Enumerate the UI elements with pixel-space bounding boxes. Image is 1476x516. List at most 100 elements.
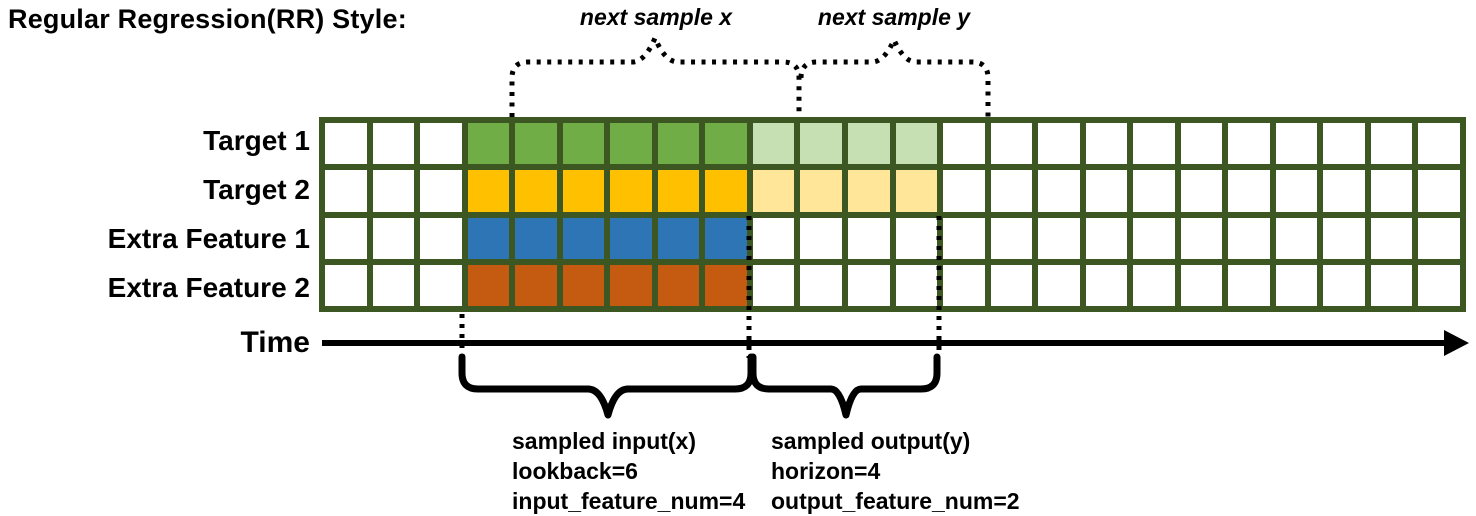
grid-cell-r3-c6-extra1_input [562,217,605,259]
grid-cell-r1-c21-empty [1275,123,1318,165]
grid-cell-r3-c19-empty [1180,217,1223,259]
grid-cell-r2-c12-target2_output [847,170,890,212]
grid-cell-r4-c10-empty [752,264,795,306]
row-label-target-1: Target 1 [203,125,310,157]
sampled-input-title: sampled input(x) [512,428,697,454]
grid-cell-r2-c22-empty [1323,170,1365,212]
grid-cell-r1-c8-target1_input [657,123,700,165]
grid-cell-r3-c4-extra1_input [467,217,510,259]
grid-cell-r2-c17-empty [1085,170,1128,212]
grid-cell-r4-c4-extra2_input [467,264,510,306]
grid-cell-r2-c4-target2_input [467,170,510,212]
output-window-brace [749,353,941,419]
grid-cell-r3-c15-empty [990,217,1033,259]
grid-cell-r4-c13-empty [895,264,938,306]
grid-cell-r2-c14-empty [943,170,985,212]
grid-cell-r1-c19-empty [1180,123,1223,165]
grid-cell-r3-c21-empty [1275,217,1318,259]
grid-cell-r2-c20-empty [1228,170,1270,212]
grid-cell-r1-c18-empty [1133,123,1175,165]
input-window-brace [458,353,755,419]
grid-cell-r2-c2-empty [372,170,415,212]
grid-cell-r2-c11-target2_output [800,170,842,212]
grid-cell-r4-c2-empty [372,264,415,306]
grid-cell-r1-c20-empty [1228,123,1270,165]
grid-cell-r1-c3-empty [420,123,462,165]
grid-cell-r3-c10-empty [752,217,795,259]
grid-cell-r4-c6-extra2_input [562,264,605,306]
grid-cell-r1-c24-empty [1418,123,1460,165]
grid-cell-r4-c12-empty [847,264,890,306]
grid-cell-r2-c16-empty [1038,170,1080,212]
grid-cell-r3-c14-empty [943,217,985,259]
row-label-extra-feature-2: Extra Feature 2 [107,271,310,303]
grid-cell-r1-c14-empty [943,123,985,165]
grid-cell-r1-c6-target1_input [562,123,605,165]
grid-cell-r1-c16-empty [1038,123,1080,165]
grid-cell-r2-c7-target2_input [610,170,652,212]
grid-cell-r2-c21-empty [1275,170,1318,212]
grid-cell-r4-c15-empty [990,264,1033,306]
grid-cell-r3-c23-empty [1370,217,1413,259]
grid-cell-r4-c8-extra2_input [657,264,700,306]
grid-cell-r3-c24-empty [1418,217,1460,259]
grid-cell-r3-c1-empty [325,217,367,259]
diagram-title: Regular Regression(RR) Style: [8,4,407,34]
grid-cell-r3-c22-empty [1323,217,1365,259]
lookback-value: lookback=6 [512,458,638,484]
next-sample-y-brace [798,33,991,117]
sampled-output-note: sampled output(y) horizon=4 output_featu… [771,426,1020,516]
grid-cell-r3-c9-extra1_input [705,217,747,259]
grid-cell-r1-c22-empty [1323,123,1365,165]
row-label-target-2: Target 2 [203,174,310,206]
grid-cell-r4-c19-empty [1180,264,1223,306]
next-sample-x-brace [509,31,802,117]
grid-cell-r3-c12-empty [847,217,890,259]
grid-cell-r3-c17-empty [1085,217,1128,259]
grid-cell-r4-c5-extra2_input [515,264,557,306]
grid-cell-r4-c3-empty [420,264,462,306]
grid-cell-r2-c23-empty [1370,170,1413,212]
grid-cell-r3-c7-extra1_input [610,217,652,259]
grid-cell-r1-c2-empty [372,123,415,165]
grid-cell-r4-c1-empty [325,264,367,306]
grid-cell-r4-c9-extra2_input [705,264,747,306]
grid-cell-r4-c22-empty [1323,264,1365,306]
grid-cell-r2-c24-empty [1418,170,1460,212]
grid-cell-r2-c3-empty [420,170,462,212]
sampled-output-title: sampled output(y) [771,428,971,454]
grid-cell-r4-c16-empty [1038,264,1080,306]
sampled-input-note: sampled input(x) lookback=6 input_featur… [512,426,745,516]
grid-cell-r4-c18-empty [1133,264,1175,306]
grid-cell-r3-c8-extra1_input [657,217,700,259]
grid-cell-r2-c1-empty [325,170,367,212]
next-sample-y-label: next sample y [817,4,971,30]
grid-cell-r2-c19-empty [1180,170,1223,212]
grid-cell-r4-c20-empty [1228,264,1270,306]
grid-cell-r1-c17-empty [1085,123,1128,165]
grid-cell-r4-c23-empty [1370,264,1413,306]
grid-cell-r4-c14-empty [943,264,985,306]
grid-cell-r1-c9-target1_input [705,123,747,165]
grid-cell-r2-c13-target2_output [895,170,938,212]
grid-cell-r3-c3-empty [420,217,462,259]
grid-cell-r4-c7-extra2_input [610,264,652,306]
grid-cell-r1-c10-target1_output [752,123,795,165]
grid-cell-r1-c15-empty [990,123,1033,165]
grid-cell-r1-c13-target1_output [895,123,938,165]
grid-cell-r2-c10-target2_output [752,170,795,212]
time-axis-label: Time [240,326,310,359]
grid-cell-r3-c11-empty [800,217,842,259]
output-feature-num-value: output_feature_num=2 [771,488,1020,514]
next-sample-x-label: next sample x [579,4,733,30]
grid-cell-r3-c5-extra1_input [515,217,557,259]
grid-cell-r3-c18-empty [1133,217,1175,259]
grid-cell-r1-c12-target1_output [847,123,890,165]
grid-cell-r3-c13-empty [895,217,938,259]
grid-cell-r2-c8-target2_input [657,170,700,212]
grid-cell-r2-c9-target2_input [705,170,747,212]
grid-cell-r4-c24-empty [1418,264,1460,306]
grid-cell-r4-c17-empty [1085,264,1128,306]
